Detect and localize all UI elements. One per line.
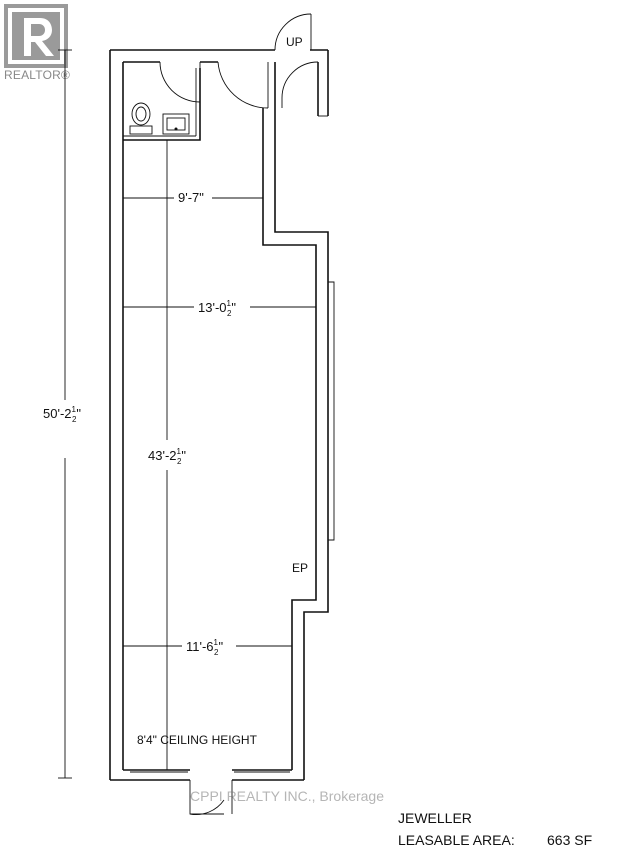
width-front-dimension: [122, 640, 293, 652]
realtor-logo-text: REALTOR®: [4, 68, 71, 82]
interior-length-dimension: [161, 139, 173, 771]
rear-doors: [217, 13, 319, 109]
width-mid-dimension: [122, 301, 317, 313]
width-rear-label: 9'-7": [178, 190, 204, 205]
front-door: [189, 780, 233, 815]
brokerage-watermark: CPPI REALTY INC., Brokerage: [190, 788, 384, 804]
leasable-area-value: 663 SF: [547, 832, 593, 848]
washroom: [123, 61, 201, 141]
sink-icon: [162, 113, 190, 135]
leasable-area-label: LEASABLE AREA:: [398, 832, 515, 848]
ceiling-height-note: 8'4" CEILING HEIGHT: [137, 733, 258, 747]
toilet-icon: [129, 102, 153, 135]
outer-walls: [109, 49, 335, 781]
realtor-r-logo-icon: [4, 4, 68, 68]
up-label: UP: [286, 35, 303, 49]
overall-length-dimension: [58, 49, 72, 779]
ep-label: EP: [292, 561, 308, 575]
washroom-door-swing: [159, 61, 201, 103]
tenant-label: JEWELLER: [398, 810, 472, 826]
realtor-logo: [4, 4, 68, 68]
width-rear-dimension: [122, 192, 264, 204]
